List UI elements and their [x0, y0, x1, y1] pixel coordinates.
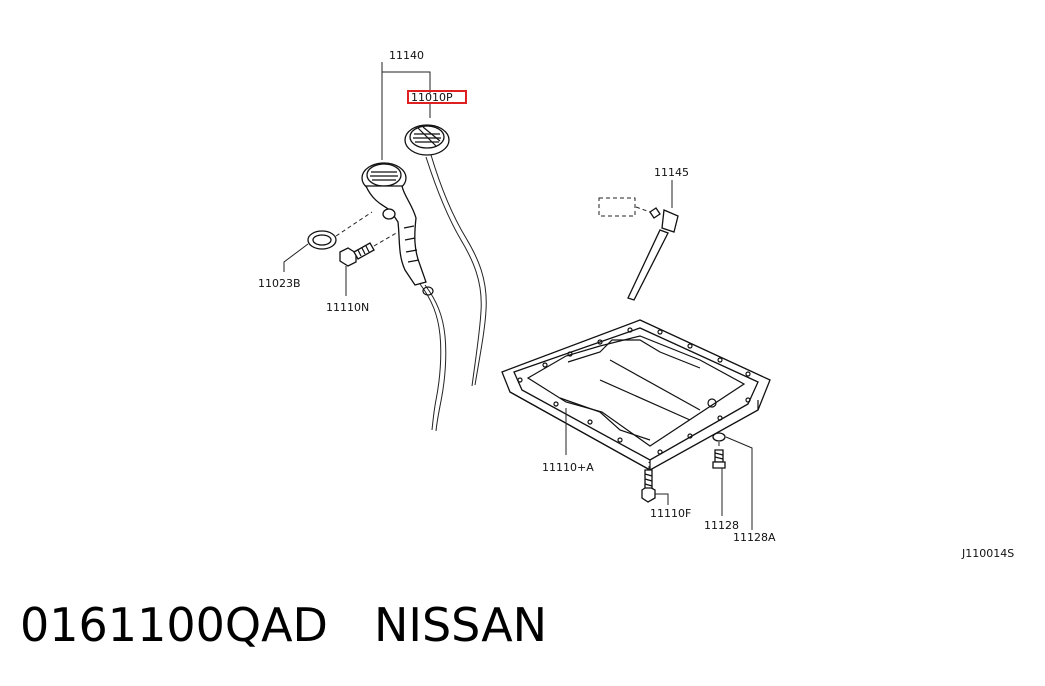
bolt-11110f	[641, 469, 656, 503]
drain-plug-11128	[712, 449, 726, 469]
connector-ghost	[598, 197, 636, 217]
dipstick-wire-b2	[425, 156, 482, 387]
leader-11140	[381, 62, 431, 160]
dipstick-wire-a2	[424, 284, 447, 432]
oil-pan-11110a	[501, 319, 771, 471]
oil-filler-tube-11140	[361, 162, 427, 286]
filler-cap-11010p	[404, 124, 450, 156]
label-11023b: 11023B	[258, 277, 301, 290]
highlight-box-11010p	[407, 90, 467, 104]
label-11010p: 11010P	[411, 91, 453, 104]
washer-11128a	[712, 432, 726, 442]
label-11110a: 11110+A	[542, 461, 594, 474]
label-11145: 11145	[654, 166, 689, 179]
label-11140: 11140	[389, 49, 424, 62]
dash-o-ring	[335, 211, 373, 237]
brand-name: NISSAN	[373, 598, 548, 652]
label-11110f: 11110F	[650, 507, 691, 520]
oil-level-sensor-11145	[627, 207, 679, 301]
label-11128: 11128	[704, 519, 739, 532]
label-11128a: 11128A	[733, 531, 776, 544]
diagram-reference-code: J110014S	[961, 547, 1014, 560]
label-11110n: 11110N	[326, 301, 369, 314]
dash-bolt	[373, 231, 399, 247]
dash-sensor	[635, 206, 651, 213]
clip-11140	[422, 286, 434, 296]
part-number: 0161100QAD	[20, 598, 328, 652]
dipstick-wire-b	[430, 154, 487, 386]
o-ring-11023b-inner	[312, 234, 332, 246]
leader-11023b	[283, 243, 309, 272]
part-caption: 0161100QAD NISSAN	[20, 598, 547, 652]
leader-11110f	[655, 493, 669, 505]
leader-11128a	[725, 436, 753, 530]
dipstick-wire-a	[419, 283, 442, 431]
bolt-11110n	[339, 242, 375, 267]
